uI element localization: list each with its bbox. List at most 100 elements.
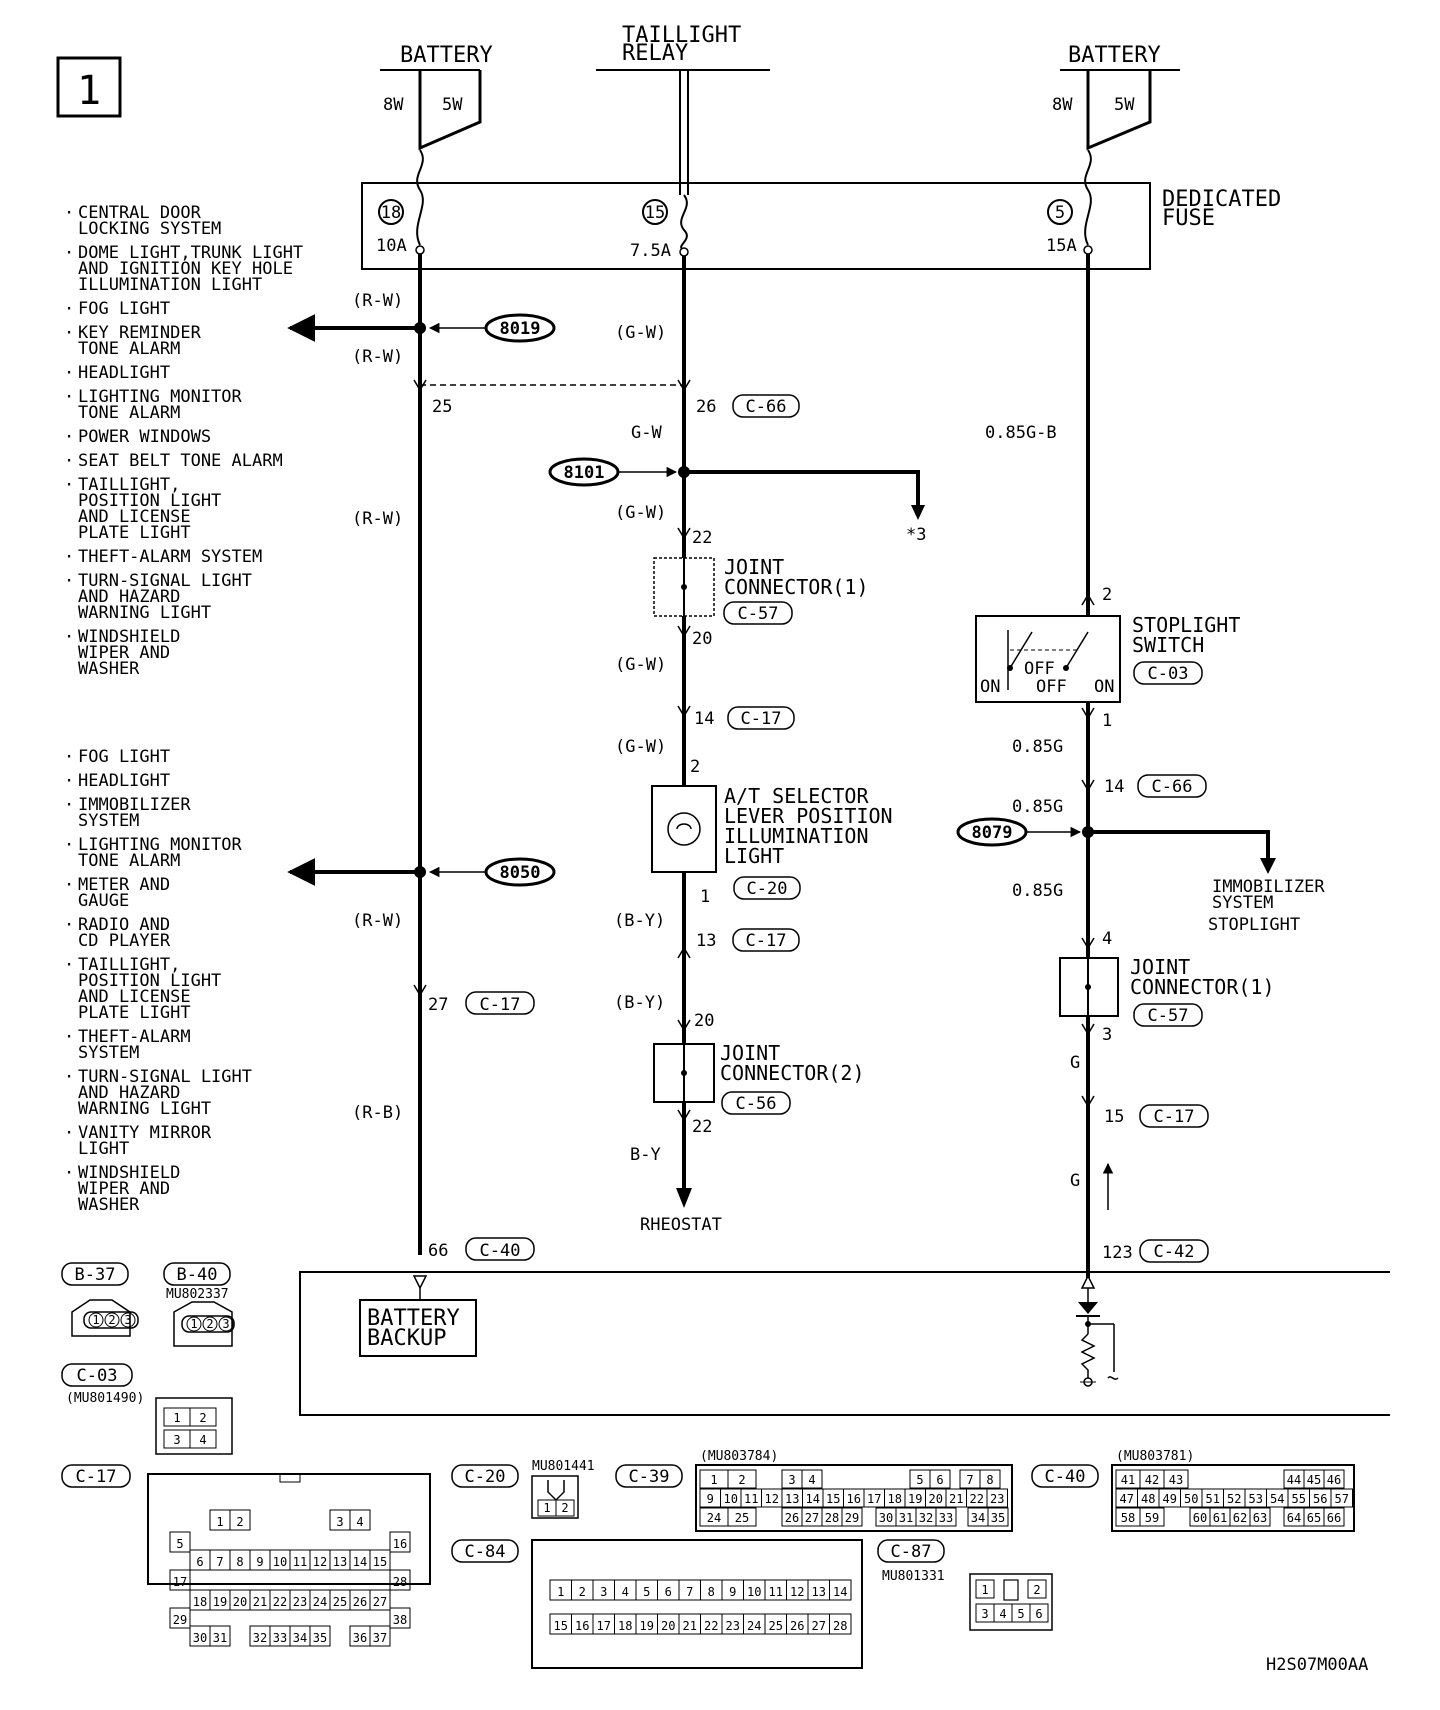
- c84-pin-13: 13: [812, 1585, 826, 1599]
- c39-pin-cell: [841, 1507, 863, 1527]
- fusible-link-8w: 8W: [383, 95, 404, 115]
- c40-pin-41: 41: [1121, 1473, 1135, 1487]
- ref-c17-b: C-17: [746, 931, 787, 951]
- right-branch-1a: IMMOBILIZER: [1212, 877, 1325, 897]
- c84-pin-6: 6: [665, 1585, 672, 1599]
- control-unit-box: BATTERY BACKUP: [299, 1271, 1390, 1416]
- c17-pin-cell: [209, 1625, 231, 1647]
- c84-pin-16: 16: [575, 1619, 589, 1633]
- c39-pin-15: 15: [826, 1492, 840, 1506]
- c84-pin-7: 7: [686, 1585, 693, 1599]
- c39-pin-1: 1: [710, 1473, 717, 1487]
- ref-b37: B-37: [75, 1265, 116, 1285]
- c03-pin-cell: [189, 1407, 217, 1427]
- fuse-5-number: 5: [1055, 203, 1065, 223]
- systems-group-1-item-3-line-1: TONE ALARM: [78, 339, 180, 359]
- systems-group-1-item-1-line-0: DOME LIGHT,TRUNK LIGHT: [78, 243, 303, 263]
- c17-pin-26: 26: [353, 1595, 367, 1609]
- joint2-label-1: JOINT: [720, 1041, 780, 1065]
- ref-c17-legend: C-17: [76, 1467, 117, 1487]
- right-branch-2: STOPLIGHT: [1208, 915, 1300, 935]
- page-number-text: 1: [77, 68, 101, 114]
- systems-group-2-item-3-line-1: TONE ALARM: [78, 851, 180, 871]
- fusible-link-5w-right: 5W: [1114, 95, 1135, 115]
- c84-pin-24: 24: [747, 1619, 761, 1633]
- system-bullet: ·: [64, 771, 74, 791]
- c84-pin-cell: [829, 1613, 852, 1635]
- ref-c84-legend: C-84: [465, 1542, 506, 1562]
- systems-group-1-item-7-line-0: SEAT BELT TONE ALARM: [78, 451, 283, 471]
- connector-c87: [969, 1573, 1053, 1631]
- c17-pin-cell: [169, 1531, 191, 1553]
- system-bullet: ·: [64, 427, 74, 447]
- c17-pin-25: 25: [333, 1595, 347, 1609]
- c17-pin-1: 1: [216, 1515, 223, 1529]
- c40-pin-63: 63: [1253, 1511, 1267, 1525]
- pin-27: 27: [428, 995, 448, 1015]
- ref-c17-c: C-17: [480, 995, 521, 1015]
- c17-pin-38: 38: [393, 1613, 407, 1627]
- systems-group-2-item-10-line-1: WIPER AND: [78, 1179, 170, 1199]
- c40-pin-47: 47: [1120, 1492, 1134, 1506]
- c40-pin-55: 55: [1292, 1492, 1306, 1506]
- c39-pin-5: 5: [916, 1473, 923, 1487]
- ref-c87-legend: C-87: [891, 1542, 932, 1562]
- c87-pin-cell: [1027, 1579, 1047, 1599]
- c17-pin-7: 7: [216, 1555, 223, 1569]
- diode-icon: [1078, 1302, 1098, 1314]
- c17-pin-17: 17: [173, 1575, 187, 1589]
- c03-pin-4: 4: [199, 1433, 206, 1447]
- pin-2-a: 2: [690, 757, 700, 777]
- systems-group-1-item-2-line-0: FOG LIGHT: [78, 299, 170, 319]
- systems-group-2-item-9-line-1: LIGHT: [78, 1139, 129, 1159]
- c84-pin-2: 2: [579, 1585, 586, 1599]
- c84-pin-4: 4: [622, 1585, 629, 1599]
- c84-pin-8: 8: [708, 1585, 715, 1599]
- c40-pin-57: 57: [1335, 1492, 1349, 1506]
- systems-group-1-item-0-line-0: CENTRAL DOOR: [78, 203, 202, 223]
- dedicated-fuse-label-1: DEDICATED: [1162, 187, 1281, 212]
- pin-14-b: 14: [1104, 777, 1124, 797]
- c17-pin-cell: [389, 1569, 411, 1591]
- c17-pin-3: 3: [336, 1515, 343, 1529]
- c84-pin-25: 25: [769, 1619, 783, 1633]
- pin-1-b: 1: [1102, 711, 1112, 731]
- systems-group-2-item-8-line-0: TURN-SIGNAL LIGHT: [78, 1067, 252, 1087]
- fusible-link-5w: 5W: [442, 95, 463, 115]
- c17-pin-cell: [369, 1589, 391, 1611]
- system-bullet: ·: [64, 1163, 74, 1183]
- c39-pin-6: 6: [936, 1473, 943, 1487]
- c87-pin-1: 1: [981, 1583, 988, 1597]
- c87-pin-cell: [1029, 1603, 1049, 1623]
- c17-pin-33: 33: [273, 1631, 287, 1645]
- pin-14-a: 14: [694, 709, 714, 729]
- connector-c40: [1111, 1464, 1355, 1532]
- c39-pin-24: 24: [707, 1511, 721, 1525]
- systems-group-2-item-2-line-0: IMMOBILIZER: [78, 795, 191, 815]
- systems-group-1-item-1-line-2: ILLUMINATION LIGHT: [78, 275, 262, 295]
- b37-pin-circle: [120, 1312, 136, 1328]
- c17-pin-6: 6: [196, 1555, 203, 1569]
- systems-group-2-item-7-line-0: THEFT-ALARM: [78, 1027, 191, 1047]
- systems-group-2-item-6-line-1: POSITION LIGHT: [78, 971, 221, 991]
- stoplight-label-1: STOPLIGHT: [1132, 613, 1240, 637]
- ref-c03-legend: C-03: [77, 1366, 118, 1386]
- splice-8019-label: 8019: [500, 319, 541, 339]
- c17-pin-34: 34: [293, 1631, 307, 1645]
- c17-pin-18: 18: [193, 1595, 207, 1609]
- system-bullet: ·: [64, 955, 74, 975]
- ref-c56: C-56: [736, 1094, 777, 1114]
- systems-group-1-item-6-line-0: POWER WINDOWS: [78, 427, 211, 447]
- system-bullet: ·: [64, 1123, 74, 1143]
- c84-pin-21: 21: [683, 1619, 697, 1633]
- connector-c84: [531, 1539, 863, 1669]
- c39-pin-8: 8: [986, 1473, 993, 1487]
- systems-group-1-item-11-line-1: WIPER AND: [78, 643, 170, 663]
- c40-pin-50: 50: [1184, 1492, 1198, 1506]
- c84-pin-20: 20: [661, 1619, 675, 1633]
- systems-group-2-item-4-line-0: METER AND: [78, 875, 170, 895]
- wire-by-2: (B-Y): [614, 993, 665, 1013]
- pin-66: 66: [428, 1241, 448, 1261]
